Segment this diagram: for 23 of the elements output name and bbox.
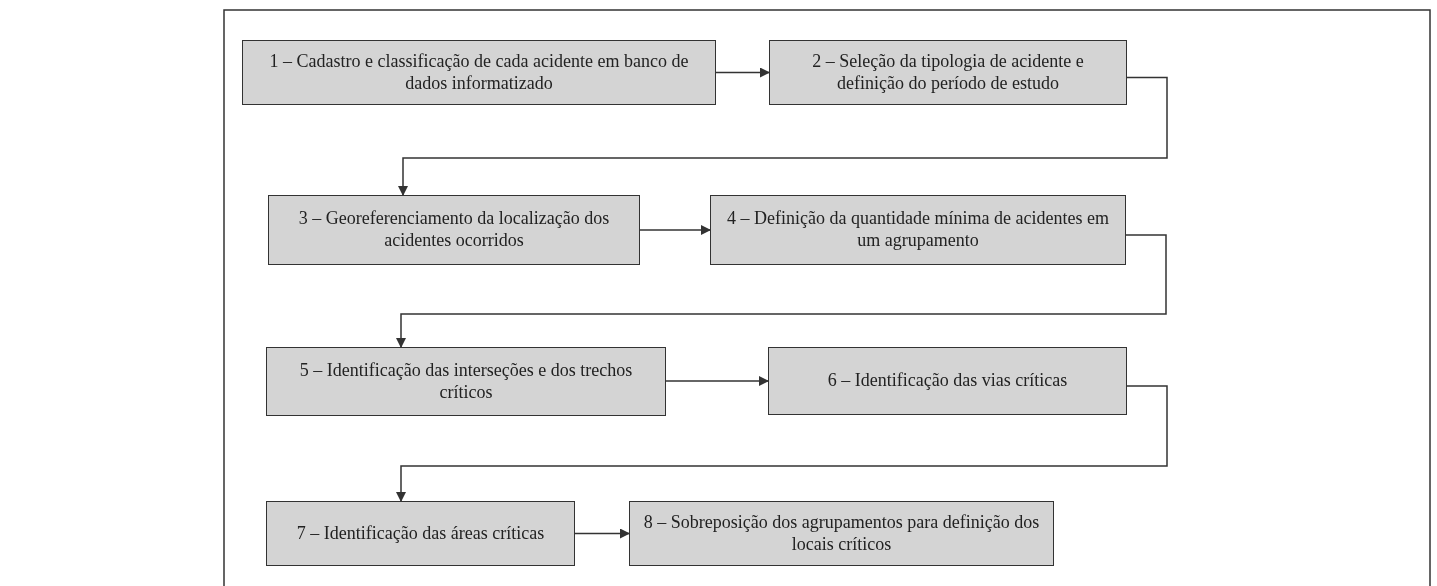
step-text: 1 – Cadastro e classificação de cada acidente em banco de dados informatizado [268, 50, 690, 95]
arrow [574, 528, 630, 539]
arrow [398, 76, 1168, 196]
step-text: 8 – Sobreposição dos agrupamentos para definição dos locais críticos [642, 511, 1041, 556]
step-text: 7 – Identificação das áreas críticas [296, 522, 545, 545]
step-text: 6 – Identificação das vias críticas [827, 370, 1068, 392]
process-box [268, 195, 640, 265]
arrow [396, 234, 1167, 348]
arrow [665, 376, 769, 386]
step-text: 3 – Georeferenciamento da localização dos acidentes ocorridos [297, 208, 611, 252]
step-text: 4 – Definição da quantidade mínima de acidentes em um agrupamento [726, 208, 1110, 252]
process-box [768, 347, 1127, 415]
step-text: 5 – Identificação das interseções e dos trechos críticos [298, 359, 634, 404]
step-text: 2 – Seleção da tipologia de acidente e definição do período de estudo [811, 50, 1085, 95]
process-box [242, 40, 716, 105]
process-box [710, 195, 1126, 265]
arrow [639, 225, 711, 235]
process-box [266, 501, 575, 566]
arrow [396, 385, 1168, 502]
process-box [629, 501, 1054, 566]
process-box [266, 347, 666, 416]
arrow [715, 67, 770, 78]
process-box [769, 40, 1127, 105]
